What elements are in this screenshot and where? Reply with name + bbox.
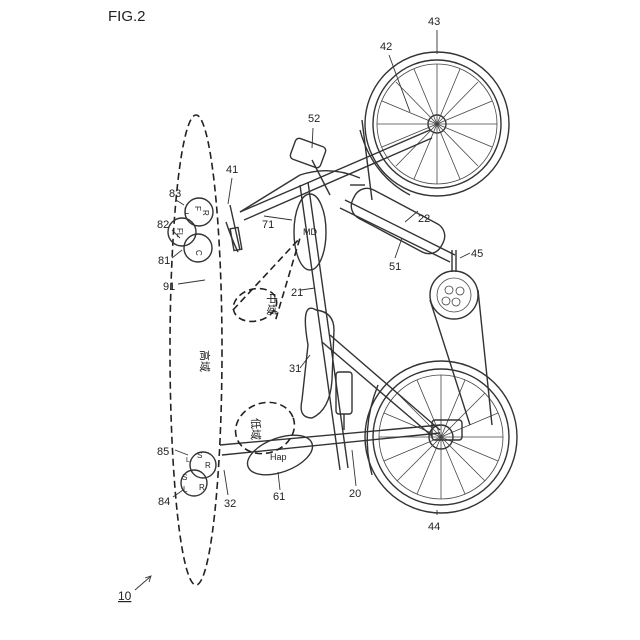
speaker-letter-r: R xyxy=(201,210,210,216)
ref-22: 22 xyxy=(418,213,430,225)
speaker-letter-l-rear: L xyxy=(183,485,188,494)
ref-52: 52 xyxy=(308,113,320,125)
ref-91: 91 xyxy=(163,281,175,293)
leader-lines xyxy=(135,30,470,590)
ref-82: 82 xyxy=(157,219,169,231)
speaker-letter-r2-rear: R xyxy=(199,483,205,492)
ref-32: 32 xyxy=(224,498,236,510)
high-zone-label: 高域 xyxy=(198,350,212,372)
ref-20: 20 xyxy=(349,488,361,500)
rear-speaker-cluster: S L R S L R xyxy=(181,451,216,496)
speaker-letter-f: F xyxy=(193,206,202,211)
ref-42: 42 xyxy=(380,41,392,53)
seat xyxy=(301,308,334,418)
ref-21: 21 xyxy=(291,287,303,299)
ref-84: 84 xyxy=(158,496,170,508)
speaker-letter-s-top: S xyxy=(197,451,202,460)
ref-85: 85 xyxy=(157,446,169,458)
high-zone-boundary xyxy=(170,115,222,585)
md-label: MD xyxy=(303,227,317,237)
ref-43: 43 xyxy=(428,16,440,28)
ref-44: 44 xyxy=(428,521,440,533)
ref-45: 45 xyxy=(471,248,483,260)
low-zone-label: 低域 xyxy=(249,418,262,440)
ref-31: 31 xyxy=(289,363,301,375)
speaker-letter-r-rear: R xyxy=(205,461,211,470)
rear-wheel xyxy=(365,361,517,513)
speaker-letter-l-top: L xyxy=(186,457,190,464)
low-zone-boundary xyxy=(228,394,301,462)
speaker-letter-c: C xyxy=(194,250,203,256)
steering-handle xyxy=(289,137,330,195)
chain-drive xyxy=(430,250,492,425)
speaker-letter-l: L xyxy=(184,206,189,216)
hap-label: Hap xyxy=(270,452,287,462)
speaker-letter-s-rear: S xyxy=(182,473,187,482)
ref-61: 61 xyxy=(273,491,285,503)
ref-51: 51 xyxy=(389,261,401,273)
speaker-letter-fl: FL xyxy=(175,228,184,238)
ref-83: 83 xyxy=(169,188,181,200)
ref-71: 71 xyxy=(262,219,274,231)
front-wheel xyxy=(360,52,509,196)
battery-pack xyxy=(346,183,449,258)
ref-41: 41 xyxy=(226,164,238,176)
ref-10: 10 xyxy=(118,589,132,603)
ref-81: 81 xyxy=(158,255,170,267)
mid-zone-label: 中域 xyxy=(265,293,278,315)
